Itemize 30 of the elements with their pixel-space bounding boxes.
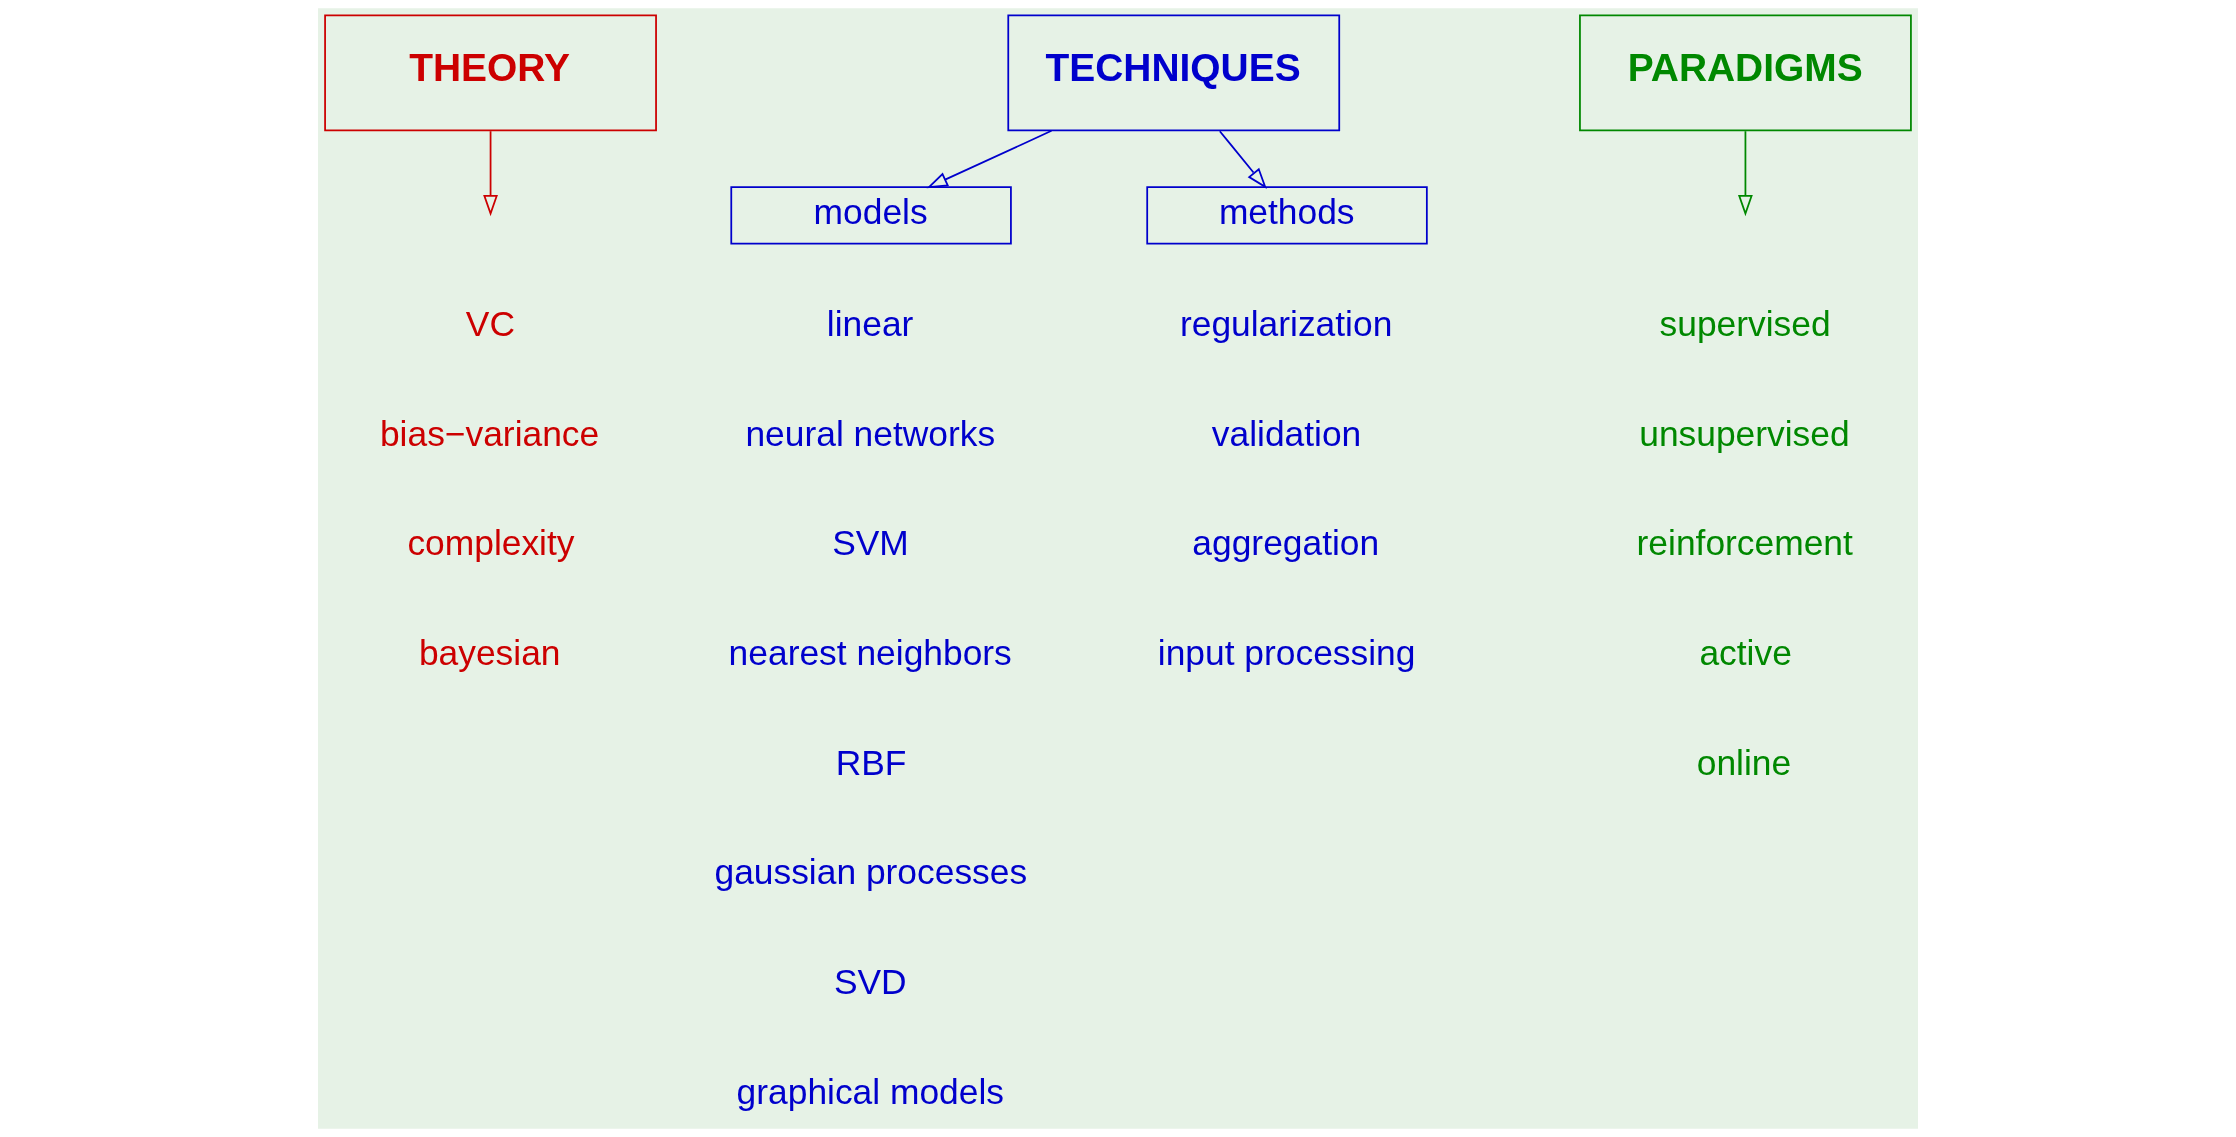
label: RBF bbox=[835, 742, 907, 782]
arrow bbox=[1738, 130, 1753, 217]
arrow bbox=[1218, 130, 1267, 189]
label: VC bbox=[465, 303, 515, 343]
label: gaussian processes bbox=[714, 852, 1028, 892]
label: aggregation bbox=[1192, 523, 1380, 563]
label: bayesian bbox=[418, 632, 561, 672]
node-box: THEORY bbox=[324, 14, 657, 132]
label: regularization bbox=[1179, 303, 1393, 343]
label: unsupervised bbox=[1639, 413, 1850, 453]
label: validation bbox=[1211, 413, 1362, 453]
label: SVM bbox=[832, 523, 909, 563]
label: graphical models bbox=[736, 1071, 1005, 1111]
node-box: methods bbox=[1146, 186, 1428, 245]
label: supervised bbox=[1659, 303, 1831, 343]
label: SVD bbox=[833, 962, 907, 1002]
label: bias−variance bbox=[379, 413, 600, 453]
label: linear bbox=[826, 303, 914, 343]
label: nearest neighbors bbox=[728, 632, 1012, 672]
label: neural networks bbox=[745, 413, 996, 453]
label: online bbox=[1696, 742, 1792, 782]
node-box: PARADIGMS bbox=[1579, 14, 1912, 132]
label: input processing bbox=[1157, 632, 1416, 672]
arrow bbox=[483, 130, 498, 217]
node-box: TECHNIQUES bbox=[1007, 14, 1341, 132]
arrow bbox=[926, 129, 1053, 189]
label: reinforcement bbox=[1636, 523, 1853, 563]
label: complexity bbox=[407, 523, 575, 563]
label: active bbox=[1699, 632, 1792, 672]
node-box: models bbox=[730, 186, 1012, 245]
